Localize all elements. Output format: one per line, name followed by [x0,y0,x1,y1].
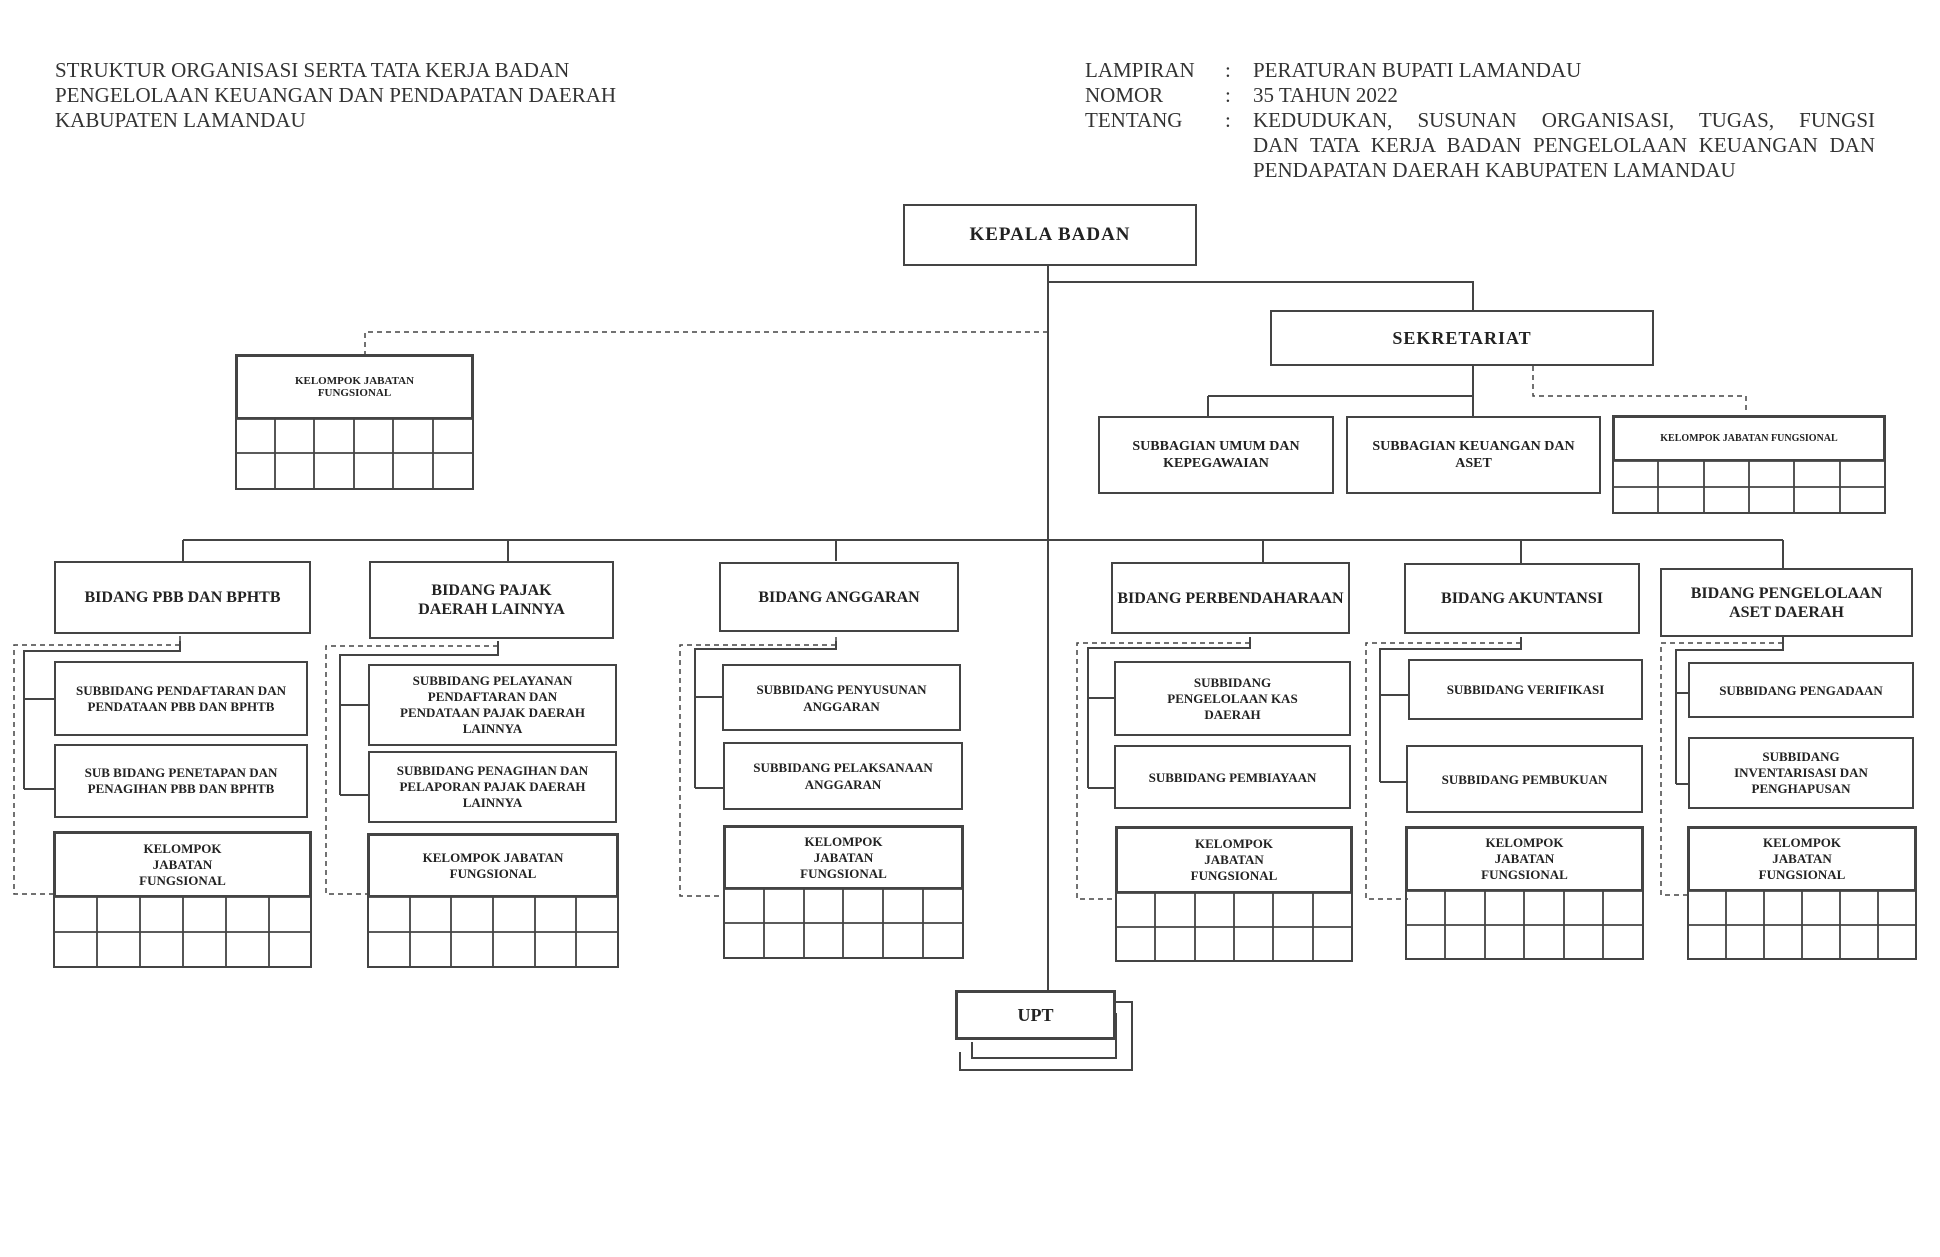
nomor-value: 35 TAHUN 2022 [1253,83,1398,107]
subbidang-penyusunan-anggaran-box: SUBBIDANG PENYUSUNAN ANGGARAN [722,664,961,731]
tentang-label: TENTANG [1085,108,1183,132]
subbagian-umum-box: SUBBAGIAN UMUM DAN KEPEGAWAIAN [1098,416,1334,494]
subbidang-pembiayaan-box: SUBBIDANG PEMBIAYAAN [1114,745,1351,809]
reference-separators: : : : [1225,58,1231,133]
subbidang-penetapan-pbb-box: SUB BIDANG PENETAPAN DAN PENAGIHAN PBB D… [54,744,308,818]
tentang-line: PENDAPATAN DAERAH KABUPATEN LAMANDAU [1253,158,1736,182]
subbidang-verifikasi-box: SUBBIDANG VERIFIKASI [1408,659,1643,720]
document-title: STRUKTUR ORGANISASI SERTA TATA KERJA BAD… [55,58,616,133]
title-line: KABUPATEN LAMANDAU [55,108,306,132]
subbidang-pelaksanaan-anggaran-box: SUBBIDANG PELAKSANAAN ANGGARAN [723,742,963,810]
reference-values: PERATURAN BUPATI LAMANDAU 35 TAHUN 2022 … [1253,58,1875,183]
subbagian-keuangan-box: SUBBAGIAN KEUANGAN DAN ASET [1346,416,1601,494]
bidang-akuntansi-box: BIDANG AKUNTANSI [1404,563,1640,634]
sekretariat-box: SEKRETARIAT [1270,310,1654,366]
subbidang-pelayanan-pajak-box: SUBBIDANG PELAYANAN PENDAFTARAN DAN PEND… [368,664,617,746]
subbidang-penagihan-pajak-box: SUBBIDANG PENAGIHAN DAN PELAPORAN PAJAK … [368,751,617,823]
subbidang-pengadaan-box: SUBBIDANG PENGADAAN [1688,662,1914,718]
kjf-pbb-box: KELOMPOK JABATAN FUNGSIONAL [54,832,311,897]
separator: : [1225,108,1231,132]
tentang-line: KEDUDUKAN, SUSUNAN ORGANISASI, TUGAS, FU… [1253,108,1875,132]
nomor-label: NOMOR [1085,83,1164,107]
kepala-badan-box: KEPALA BADAN [903,204,1197,266]
kjf-pajak-box: KELOMPOK JABATAN FUNGSIONAL [368,834,618,897]
kjf-perbendaharaan-box: KELOMPOK JABATAN FUNGSIONAL [1116,827,1352,893]
upt-box: UPT [955,990,1116,1040]
subbidang-pembukuan-box: SUBBIDANG PEMBUKUAN [1406,745,1643,813]
kjf-anggaran-box: KELOMPOK JABATAN FUNGSIONAL [724,826,963,889]
lampiran-value: PERATURAN BUPATI LAMANDAU [1253,58,1582,82]
reference-labels: LAMPIRAN NOMOR TENTANG [1085,58,1195,133]
bidang-perbendaharaan-box: BIDANG PERBENDAHARAAN [1111,562,1350,634]
title-line: PENGELOLAAN KEUANGAN DAN PENDAPATAN DAER… [55,83,617,107]
kjf-sekretariat-box: KELOMPOK JABATAN FUNGSIONAL [1613,416,1885,461]
lampiran-label: LAMPIRAN [1085,58,1195,82]
separator: : [1225,58,1231,82]
bidang-pbb-box: BIDANG PBB DAN BPHTB [54,561,311,634]
subbidang-kas-daerah-box: SUBBIDANG PENGELOLAAN KAS DAERAH [1114,661,1351,736]
kjf-aset-box: KELOMPOK JABATAN FUNGSIONAL [1688,827,1916,891]
subbidang-inventarisasi-box: SUBBIDANG INVENTARISASI DAN PENGHAPUSAN [1688,737,1914,809]
title-line: STRUKTUR ORGANISASI SERTA TATA KERJA BAD… [55,58,570,82]
kjf-top-box: KELOMPOK JABATAN FUNGSIONAL [236,355,473,419]
tentang-line: DAN TATA KERJA BADAN PENGELOLAAN KEUANGA… [1253,133,1875,157]
bidang-anggaran-box: BIDANG ANGGARAN [719,562,959,632]
separator: : [1225,83,1231,107]
bidang-pajak-box: BIDANG PAJAK DAERAH LAINNYA [369,561,614,639]
subbidang-pendaftaran-pbb-box: SUBBIDANG PENDAFTARAN DAN PENDATAAN PBB … [54,661,308,736]
kjf-akuntansi-box: KELOMPOK JABATAN FUNGSIONAL [1406,827,1643,891]
bidang-aset-box: BIDANG PENGELOLAAN ASET DAERAH [1660,568,1913,637]
